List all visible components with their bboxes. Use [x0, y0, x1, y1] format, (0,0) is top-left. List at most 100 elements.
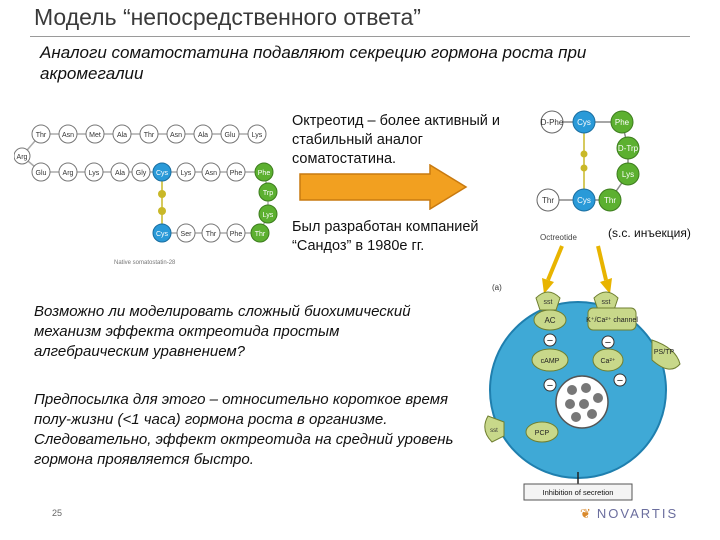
- svg-text:Trp: Trp: [263, 190, 273, 197]
- residue: Thr: [536, 188, 560, 212]
- residue: Thr: [31, 124, 51, 144]
- svg-text:Met: Met: [89, 132, 101, 139]
- svg-text:Cys: Cys: [156, 170, 169, 177]
- svg-text:Arg: Arg: [17, 154, 28, 161]
- ps-tp-receptor: PS/TP: [651, 339, 681, 370]
- svg-text:K⁺/Ca²⁺ channel: K⁺/Ca²⁺ channel: [586, 317, 638, 324]
- octreotide-diagram: D-Phe Cys Phe D-Trp Lys Thr Cys Thr Octr…: [536, 110, 640, 242]
- minus-icon: −: [601, 335, 615, 349]
- somatostatin-diagram: Thr Asn Met Ala Thr Asn Ala Glu Lys Arg …: [14, 124, 278, 266]
- slide-subtitle: Аналоги соматостатина подавляют секрецию…: [40, 43, 587, 83]
- minus-icon: −: [613, 373, 627, 387]
- svg-text:Phe: Phe: [230, 231, 243, 238]
- svg-text:Thr: Thr: [542, 196, 554, 205]
- residue: Phe: [226, 162, 246, 182]
- pcp-box: PCP: [525, 421, 559, 443]
- svg-text:sst: sst: [602, 299, 611, 306]
- residue: Ala: [112, 124, 132, 144]
- residue-green: Lys: [616, 162, 640, 186]
- residue: Glu: [31, 162, 51, 182]
- disulfide-sulfur: [158, 190, 166, 198]
- svg-text:Arg: Arg: [63, 170, 74, 177]
- residue: Gly: [131, 162, 151, 182]
- residue: Ala: [110, 162, 130, 182]
- svg-text:Lys: Lys: [263, 212, 274, 219]
- inhibition-box: Inhibition of secretion: [523, 483, 633, 501]
- calcium-box: Ca²⁺: [592, 348, 624, 372]
- residue: Arg: [14, 147, 31, 165]
- residue-green: Phe: [254, 162, 274, 182]
- residue: Met: [85, 124, 105, 144]
- svg-text:Lys: Lys: [252, 132, 263, 139]
- svg-text:−: −: [617, 375, 623, 387]
- residue: Thr: [139, 124, 159, 144]
- octreotide-description: Октреотид – более активный и стабильный …: [292, 113, 500, 167]
- residue: Lys: [84, 162, 104, 182]
- left-receptor-icon: sst: [484, 415, 505, 443]
- residue-green: Lys: [258, 204, 278, 224]
- residue-green: D-Trp: [616, 136, 640, 160]
- svg-text:Ala: Ala: [115, 170, 125, 177]
- residue: Asn: [58, 124, 78, 144]
- svg-text:AC: AC: [544, 316, 555, 325]
- residue: Phe: [226, 223, 246, 243]
- channel-box: K⁺/Ca²⁺ channel: [586, 307, 638, 331]
- minus-icon: −: [543, 333, 557, 347]
- svg-text:Ser: Ser: [181, 231, 193, 238]
- question-text: Возможно ли моделировать сложный биохими…: [34, 303, 411, 360]
- svg-text:Asn: Asn: [62, 132, 74, 139]
- residue-green: Trp: [258, 182, 278, 202]
- svg-text:−: −: [547, 335, 553, 347]
- residue-green: Thr: [598, 188, 622, 212]
- disulfide-sulfur: [580, 164, 588, 172]
- svg-text:Phe: Phe: [615, 118, 630, 127]
- camp-box: cAMP: [531, 348, 569, 372]
- cys-residue: Cys: [152, 223, 172, 243]
- svg-text:Ca²⁺: Ca²⁺: [601, 358, 616, 365]
- residue-green: Phe: [610, 110, 634, 134]
- slide-title: Модель “непосредственного ответа”: [34, 4, 421, 30]
- residue: D-Phe: [540, 110, 564, 134]
- residue: Ala: [193, 124, 213, 144]
- svg-text:Thr: Thr: [604, 196, 616, 205]
- svg-text:Cys: Cys: [156, 231, 169, 238]
- svg-text:sst: sst: [490, 428, 498, 434]
- octreotide-caption: Octreotide: [540, 233, 577, 242]
- page-number: 25: [52, 508, 63, 518]
- panel-label: (a): [492, 283, 502, 292]
- svg-text:D-Phe: D-Phe: [541, 118, 564, 127]
- svg-text:Asn: Asn: [170, 132, 182, 139]
- somatostatin-caption: Native somatostatin-28: [114, 260, 176, 266]
- residue: Asn: [166, 124, 186, 144]
- svg-text:Asn: Asn: [205, 170, 217, 177]
- svg-text:Thr: Thr: [144, 132, 155, 139]
- down-arrow-icon: [596, 245, 612, 294]
- cys-residue: Cys: [572, 110, 596, 134]
- svg-text:−: −: [547, 380, 553, 392]
- logo-text: NOVARTIS: [596, 506, 679, 521]
- mechanism-diagram: (a) sst sst AC K⁺/Ca²⁺ channel cAMP Ca²⁺: [484, 245, 681, 501]
- svg-text:Inhibition of secretion: Inhibition of secretion: [543, 488, 614, 497]
- disulfide-sulfur: [158, 207, 166, 215]
- title-divider: [30, 36, 690, 37]
- residue: Thr: [201, 223, 221, 243]
- cys-residue: Cys: [572, 188, 596, 212]
- svg-text:Ala: Ala: [117, 132, 127, 139]
- receptor-icon: sst: [535, 291, 561, 311]
- svg-text:cAMP: cAMP: [541, 358, 560, 365]
- svg-text:Thr: Thr: [206, 231, 217, 238]
- secretory-granules: [555, 375, 609, 429]
- premise-text: Предпосылка для этого – относительно кор…: [34, 391, 454, 468]
- svg-text:PCP: PCP: [535, 430, 550, 437]
- svg-text:Gly: Gly: [136, 170, 147, 177]
- svg-text:Cys: Cys: [577, 118, 591, 127]
- residue: Lys: [176, 162, 196, 182]
- ac-box: AC: [533, 309, 567, 331]
- svg-text:PS/TP: PS/TP: [654, 349, 675, 356]
- svg-text:Lys: Lys: [89, 170, 100, 177]
- svg-text:Glu: Glu: [36, 170, 47, 177]
- injection-note: (s.c. инъекция): [608, 226, 691, 240]
- svg-text:Thr: Thr: [255, 231, 266, 238]
- svg-text:sst: sst: [544, 299, 553, 306]
- developer-note: Был разработан компанией “Сандоз” в 1980…: [292, 219, 479, 254]
